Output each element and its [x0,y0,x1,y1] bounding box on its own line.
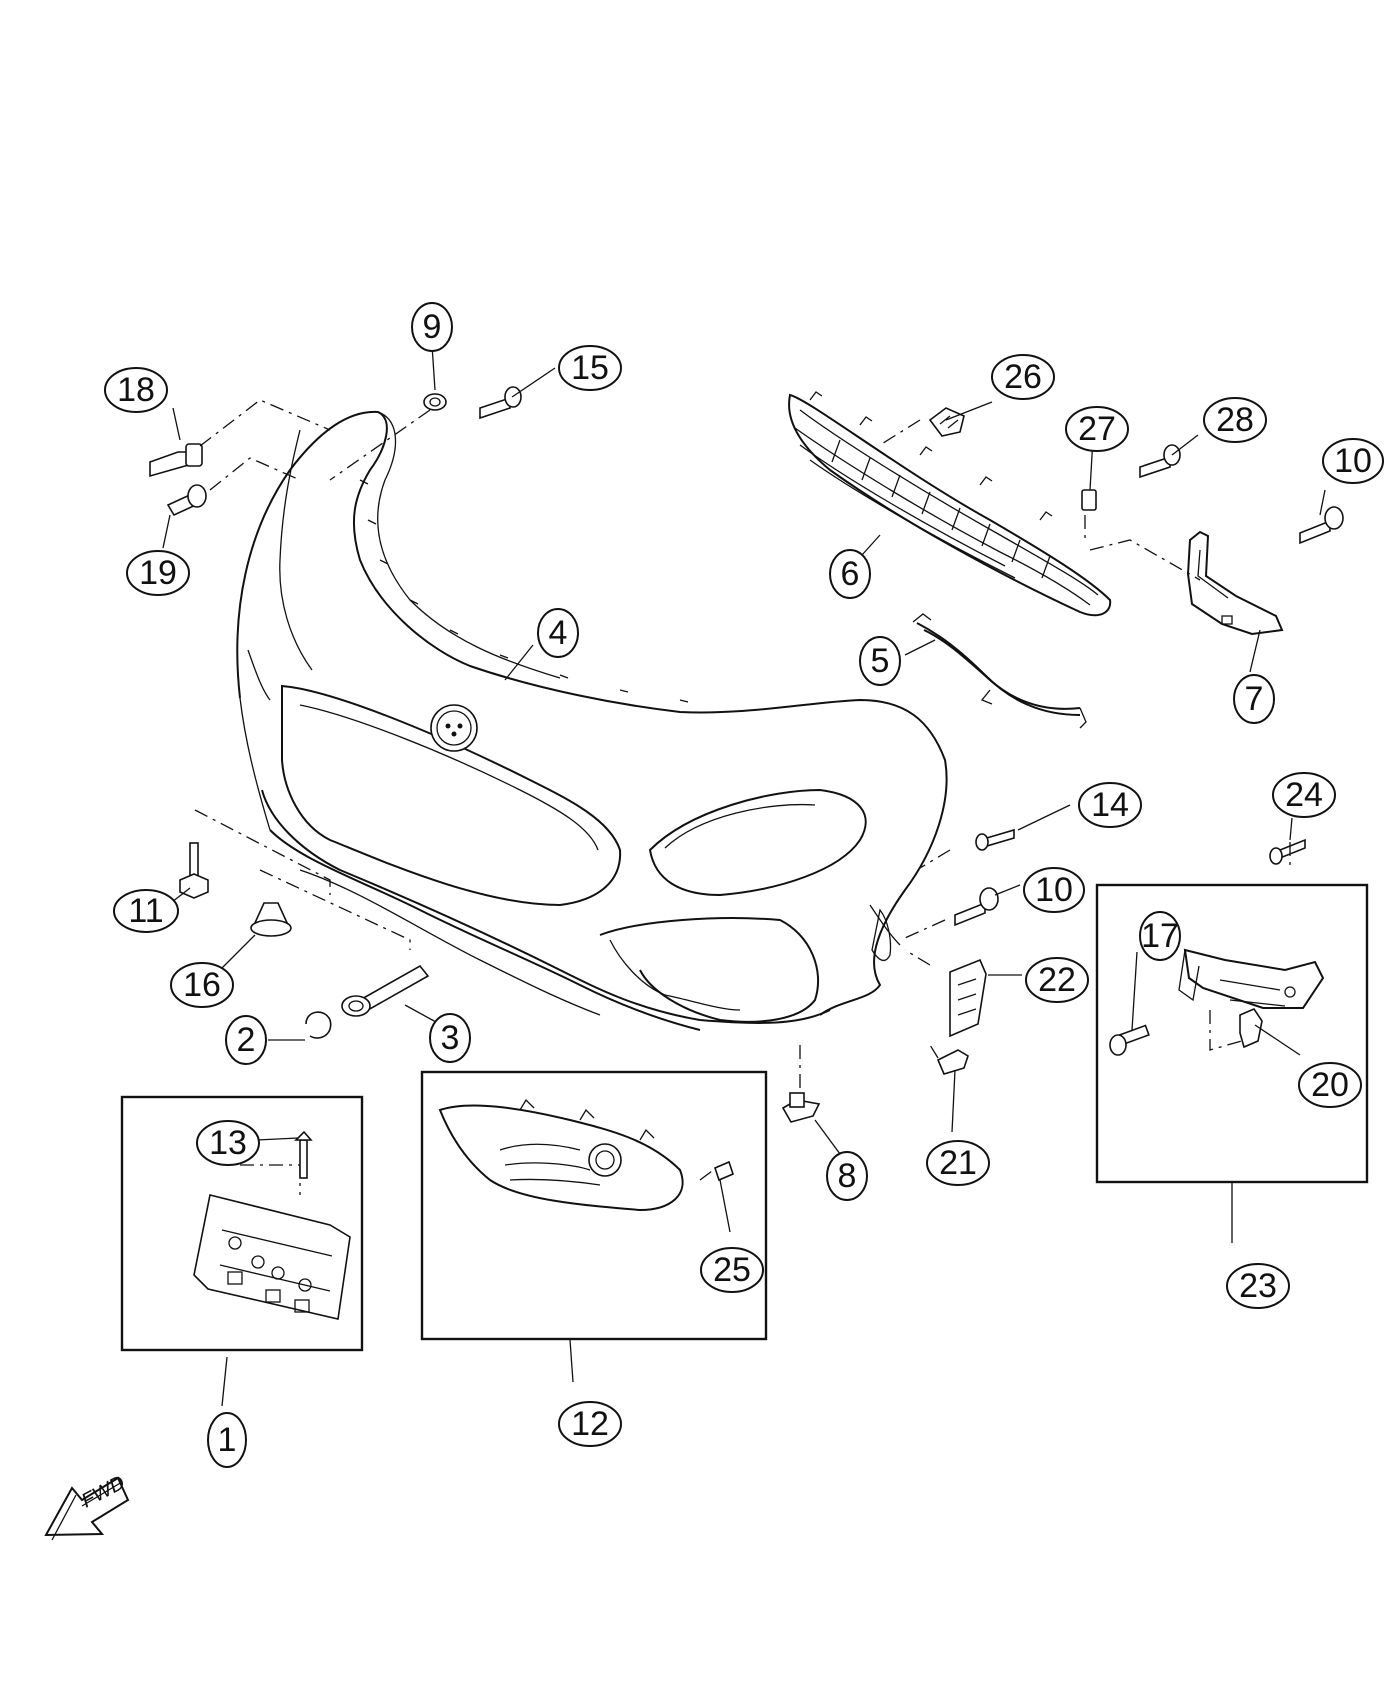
clip-21 [936,1049,969,1075]
callout-22-label: 22 [1038,961,1076,999]
screw-15 [479,386,522,420]
bolt-17 [1109,1024,1150,1056]
lower-grille [788,391,1112,617]
emblem [430,704,478,752]
callout-14-label: 14 [1091,786,1129,824]
fog-lamp-bezel [438,1098,684,1212]
forward-direction-arrow: FWD [44,1472,130,1541]
grille-molding [912,613,1087,729]
alignment-lines [194,399,1291,1195]
callout-10b-label: 10 [1035,871,1073,909]
callout-3: 3 [429,1013,471,1063]
callout-26: 26 [991,354,1055,400]
callout-28: 28 [1203,397,1267,443]
callout-5: 5 [859,636,901,686]
callout-23-label: 23 [1239,1267,1277,1305]
callout-23: 23 [1226,1263,1290,1309]
license-bracket-box [120,1095,364,1352]
bolt-11 [179,842,209,899]
callout-2-label: 2 [237,1021,256,1059]
callout-13-label: 13 [209,1124,247,1162]
fog-bezel-box [420,1070,768,1341]
screw-10b [954,887,999,927]
callout-12: 12 [558,1401,622,1447]
clip-26 [928,407,965,437]
retaining-ring [305,1011,332,1039]
callout-24-label: 24 [1285,776,1323,814]
nut-9 [423,393,447,411]
screw-28 [1139,444,1181,479]
rivet-13 [294,1130,313,1179]
callout-8: 8 [826,1151,868,1201]
bumper-fascia [236,410,948,1031]
callout-8-label: 8 [838,1157,857,1195]
callout-14: 14 [1078,782,1142,828]
callout-28-label: 28 [1216,401,1254,439]
callout-leaders [162,344,1326,1407]
callout-21: 21 [926,1140,990,1186]
clip-16 [250,902,292,937]
callout-27-label: 27 [1078,410,1116,448]
callout-10a: 10 [1322,438,1384,484]
callout-10b: 10 [1023,867,1085,913]
license-plate-bracket [193,1194,351,1320]
callout-1: 1 [207,1412,247,1468]
bolt-18 [149,443,203,478]
callout-7-label: 7 [1245,680,1264,718]
callout-24: 24 [1272,772,1336,818]
callout-12-label: 12 [571,1405,609,1443]
callout-4-label: 4 [549,614,568,652]
callout-7: 7 [1233,674,1275,724]
bezel-cap-25 [714,1160,734,1182]
callout-19-label: 19 [139,554,177,592]
bracket-assembly [1178,948,1325,1009]
callout-5-label: 5 [871,642,890,680]
callout-20-label: 20 [1311,1066,1349,1104]
bracket-22 [949,958,987,1038]
callout-9: 9 [411,302,453,352]
fwd-label: FWD [78,1472,129,1513]
callout-3-label: 3 [441,1019,460,1057]
screw-10a [1299,506,1344,545]
callout-25: 25 [700,1247,764,1293]
callout-19: 19 [126,550,190,596]
callout-22: 22 [1025,957,1089,1003]
tow-hook [341,964,430,1017]
nut-8 [781,1092,821,1123]
grommet-19 [166,484,207,517]
callout-20: 20 [1298,1062,1362,1108]
callout-17: 17 [1139,911,1181,961]
callout-18-label: 18 [117,371,155,409]
callout-16: 16 [170,962,234,1008]
callout-6: 6 [829,549,871,599]
callout-21-label: 21 [939,1144,977,1182]
screw-14 [975,828,1015,851]
clip-nut-27 [1081,489,1097,511]
callout-4: 4 [537,608,579,658]
retainer-20 [1239,1008,1263,1049]
grille-bracket [1186,530,1284,636]
callout-17-label: 17 [1141,917,1179,955]
callout-6-label: 6 [841,555,860,593]
callout-2: 2 [225,1015,267,1065]
callout-27: 27 [1065,406,1129,452]
callout-15-label: 15 [571,349,609,387]
callout-10a-label: 10 [1334,442,1372,480]
callout-11: 11 [113,889,179,933]
callout-13: 13 [196,1120,260,1166]
screw-24 [1269,838,1306,865]
callout-18: 18 [104,367,168,413]
callout-25-label: 25 [713,1251,751,1289]
callout-26-label: 26 [1004,358,1042,396]
callout-16-label: 16 [183,966,221,1004]
callout-11-label: 11 [128,892,163,930]
callout-9-label: 9 [423,308,442,346]
callout-15: 15 [558,345,622,391]
callout-1-label: 1 [218,1421,237,1459]
